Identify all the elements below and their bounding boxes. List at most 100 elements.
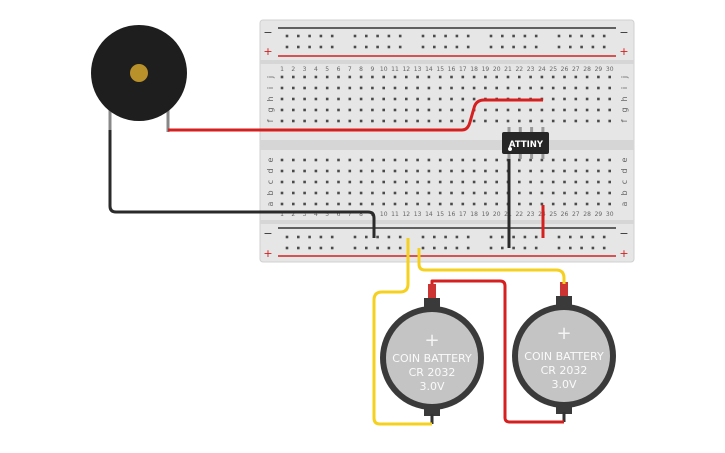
- breadboard-hole[interactable]: [495, 119, 498, 123]
- breadboard-hole[interactable]: [608, 202, 611, 206]
- breadboard-hole[interactable]: [314, 191, 318, 195]
- breadboard-hole[interactable]: [382, 75, 385, 79]
- breadboard-hole[interactable]: [585, 202, 589, 206]
- breadboard-hole[interactable]: [303, 108, 306, 112]
- breadboard-hole[interactable]: [585, 86, 589, 90]
- wire-red-buzzer[interactable]: [168, 98, 543, 132]
- breadboard-hole[interactable]: [393, 169, 397, 173]
- breadboard-hole[interactable]: [484, 169, 487, 173]
- rail-hole[interactable]: [602, 246, 606, 250]
- breadboard-hole[interactable]: [585, 97, 589, 101]
- breadboard-hole[interactable]: [382, 180, 385, 184]
- rail-hole[interactable]: [365, 246, 368, 250]
- breadboard-hole[interactable]: [359, 86, 363, 90]
- breadboard-hole[interactable]: [484, 191, 487, 195]
- breadboard-hole[interactable]: [574, 97, 578, 101]
- rail-hole[interactable]: [365, 235, 368, 239]
- breadboard-hole[interactable]: [280, 119, 284, 123]
- breadboard-hole[interactable]: [382, 108, 385, 112]
- rail-hole[interactable]: [376, 34, 379, 38]
- rail-hole[interactable]: [444, 235, 447, 239]
- breadboard-hole[interactable]: [371, 86, 374, 90]
- coin-battery-1[interactable]: + COIN BATTERY CR 2032 3.0V: [380, 284, 484, 424]
- breadboard-hole[interactable]: [563, 202, 566, 206]
- breadboard-hole[interactable]: [427, 191, 431, 195]
- breadboard-hole[interactable]: [427, 180, 431, 184]
- breadboard-hole[interactable]: [416, 75, 419, 79]
- breadboard-hole[interactable]: [348, 169, 352, 173]
- breadboard-hole[interactable]: [405, 158, 408, 162]
- breadboard-hole[interactable]: [405, 97, 408, 101]
- breadboard-hole[interactable]: [585, 119, 589, 123]
- breadboard-hole[interactable]: [472, 191, 476, 195]
- rail-hole[interactable]: [557, 45, 561, 49]
- breadboard-hole[interactable]: [292, 180, 295, 184]
- rail-hole[interactable]: [466, 246, 470, 250]
- rail-hole[interactable]: [285, 45, 289, 49]
- rail-hole[interactable]: [512, 246, 515, 250]
- breadboard-hole[interactable]: [280, 180, 284, 184]
- breadboard-hole[interactable]: [292, 158, 295, 162]
- breadboard-hole[interactable]: [585, 191, 589, 195]
- breadboard-hole[interactable]: [382, 191, 385, 195]
- breadboard-hole[interactable]: [292, 202, 295, 206]
- breadboard-hole[interactable]: [551, 97, 555, 101]
- breadboard-hole[interactable]: [506, 108, 510, 112]
- breadboard-hole[interactable]: [416, 158, 419, 162]
- breadboard-hole[interactable]: [438, 108, 442, 112]
- rail-hole[interactable]: [297, 246, 300, 250]
- breadboard-hole[interactable]: [574, 158, 578, 162]
- breadboard-hole[interactable]: [416, 169, 419, 173]
- breadboard-hole[interactable]: [359, 158, 363, 162]
- breadboard-hole[interactable]: [540, 202, 544, 206]
- breadboard-hole[interactable]: [348, 180, 352, 184]
- breadboard-hole[interactable]: [518, 180, 521, 184]
- breadboard-hole[interactable]: [280, 169, 284, 173]
- breadboard-hole[interactable]: [393, 75, 397, 79]
- breadboard-hole[interactable]: [529, 108, 532, 112]
- breadboard-hole[interactable]: [405, 191, 408, 195]
- breadboard-hole[interactable]: [518, 158, 521, 162]
- breadboard-hole[interactable]: [427, 86, 431, 90]
- breadboard-hole[interactable]: [563, 191, 566, 195]
- breadboard-hole[interactable]: [303, 75, 306, 79]
- coin-battery-2[interactable]: + COIN BATTERY CR 2032 3.0V: [512, 282, 616, 422]
- rail-hole[interactable]: [602, 235, 606, 239]
- rail-hole[interactable]: [376, 235, 379, 239]
- breadboard-hole[interactable]: [495, 86, 498, 90]
- breadboard-hole[interactable]: [551, 169, 555, 173]
- rail-hole[interactable]: [330, 246, 334, 250]
- breadboard-hole[interactable]: [292, 191, 295, 195]
- breadboard-hole[interactable]: [337, 202, 340, 206]
- rail-hole[interactable]: [319, 235, 323, 239]
- breadboard-hole[interactable]: [292, 169, 295, 173]
- breadboard-hole[interactable]: [303, 191, 306, 195]
- breadboard-hole[interactable]: [303, 119, 306, 123]
- breadboard-hole[interactable]: [608, 169, 611, 173]
- breadboard-hole[interactable]: [337, 75, 340, 79]
- breadboard-hole[interactable]: [405, 108, 408, 112]
- breadboard-hole[interactable]: [438, 86, 442, 90]
- breadboard-hole[interactable]: [574, 202, 578, 206]
- breadboard-hole[interactable]: [427, 97, 431, 101]
- breadboard-hole[interactable]: [371, 108, 374, 112]
- breadboard-hole[interactable]: [529, 180, 532, 184]
- breadboard-hole[interactable]: [416, 108, 419, 112]
- breadboard-hole[interactable]: [484, 158, 487, 162]
- breadboard-hole[interactable]: [303, 158, 306, 162]
- rail-hole[interactable]: [433, 235, 436, 239]
- breadboard-hole[interactable]: [461, 108, 465, 112]
- breadboard-hole[interactable]: [416, 202, 419, 206]
- breadboard-hole[interactable]: [371, 158, 374, 162]
- rail-hole[interactable]: [489, 235, 493, 239]
- breadboard-hole[interactable]: [405, 75, 408, 79]
- breadboard-hole[interactable]: [585, 158, 589, 162]
- breadboard-hole[interactable]: [382, 202, 385, 206]
- breadboard-hole[interactable]: [325, 169, 329, 173]
- breadboard-hole[interactable]: [495, 75, 498, 79]
- breadboard-hole[interactable]: [529, 86, 532, 90]
- breadboard-hole[interactable]: [608, 86, 611, 90]
- breadboard-hole[interactable]: [461, 158, 465, 162]
- breadboard-hole[interactable]: [438, 97, 442, 101]
- rail-hole[interactable]: [512, 235, 515, 239]
